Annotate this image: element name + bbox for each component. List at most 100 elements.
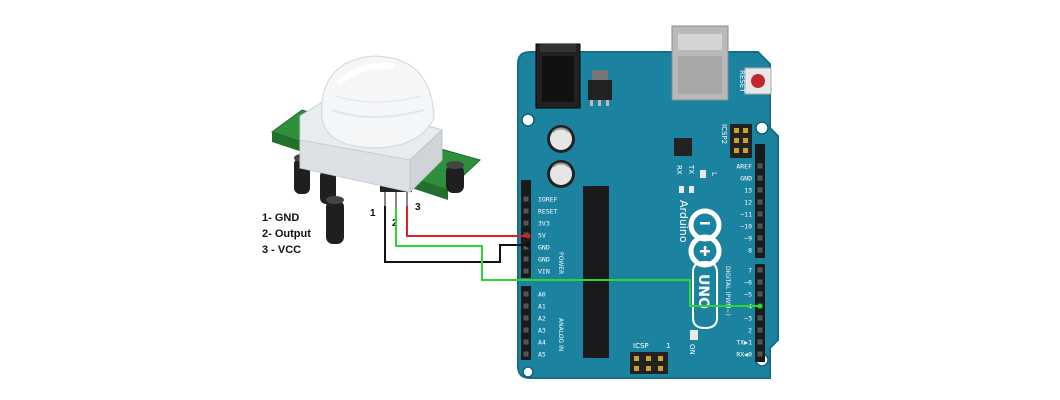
reset-label: RESET <box>738 70 746 93</box>
uno-badge: UNO <box>692 260 718 330</box>
power-pin-label: 3V3 <box>538 219 550 227</box>
icsp-pin1-label: 1 <box>666 342 670 350</box>
power-section-label: POWER <box>557 252 564 274</box>
arduino-logo <box>688 208 722 268</box>
atmega-chip <box>583 186 609 358</box>
digital-pin-label: 12 <box>744 198 752 206</box>
digital-pin-label: ~5 <box>744 290 752 298</box>
analog-pin-label: A0 <box>538 290 546 298</box>
led-rx <box>679 186 684 193</box>
power-pin-label: IOREF <box>538 195 558 203</box>
power-pin-socket <box>523 268 529 274</box>
on-label: ON <box>688 344 696 355</box>
analog-pin-label: A4 <box>538 338 546 346</box>
reset-button[interactable] <box>744 67 772 95</box>
icsp-header <box>630 352 668 374</box>
power-pin-socket <box>523 196 529 202</box>
digital-pin-label: ~3 <box>744 314 752 322</box>
power-pin-label: RESET <box>538 207 558 215</box>
wire-output <box>395 208 760 307</box>
model-label: UNO <box>695 274 711 309</box>
analog-pin-label: A5 <box>538 350 546 358</box>
digital-pin-socket <box>757 247 763 253</box>
mounting-hole <box>522 366 534 378</box>
digital-pin-label: AREF <box>736 162 752 170</box>
l-label: L <box>710 172 718 176</box>
usb-connector <box>671 25 729 101</box>
sensor-capacitor <box>446 161 464 193</box>
voltage-regulator <box>588 70 612 106</box>
analog-pin-socket <box>523 291 529 297</box>
power-pin-label: VIN <box>538 267 550 275</box>
digital-pin-socket <box>757 199 763 205</box>
rx-label: RX <box>675 165 683 175</box>
analog-pin-socket <box>523 351 529 357</box>
power-pin-label: GND <box>538 243 550 251</box>
analog-pin-socket <box>523 303 529 309</box>
wire-gnd <box>384 206 528 263</box>
digital-pin-label: ~11 <box>740 210 752 218</box>
digital-pin-socket <box>757 163 763 169</box>
digital-pin-label: 8 <box>748 246 752 254</box>
pir-sensor: 1 2 3 <box>270 55 481 244</box>
led-tx <box>689 186 694 193</box>
power-pin-socket <box>523 244 529 250</box>
mounting-hole <box>755 121 769 135</box>
brand-label: Arduino <box>677 200 690 243</box>
digital-pin-socket <box>757 223 763 229</box>
digital-pin-label: TX▶1 <box>736 338 752 346</box>
led-on <box>690 330 698 340</box>
power-pin-socket <box>523 220 529 226</box>
digital-pin-socket <box>757 327 763 333</box>
legend-output: 2- Output <box>262 228 311 240</box>
capacitor <box>547 160 575 188</box>
digital-pin-socket <box>757 291 763 297</box>
analog-pin-label: A3 <box>538 326 546 334</box>
analog-pin-label: A2 <box>538 314 546 322</box>
dc-power-jack <box>535 43 581 109</box>
power-pin-label: GND <box>538 255 550 263</box>
digital-pin-socket <box>757 187 763 193</box>
analog-pin-label: A1 <box>538 302 546 310</box>
pin-legend: 1- GND 2- Output 3 - VCC <box>262 210 311 258</box>
digital-pin-socket <box>757 235 763 241</box>
digital-pin-socket <box>757 315 763 321</box>
power-pin-label: 5V <box>538 231 546 239</box>
power-pin-socket <box>523 208 529 214</box>
digital-pin-socket <box>757 339 763 345</box>
capacitor <box>547 125 575 153</box>
sensor-pin-1-label: 1 <box>370 208 376 219</box>
digital-pin-label: GND <box>740 174 752 182</box>
sensor-capacitor <box>326 196 344 244</box>
wire-vcc <box>406 206 528 237</box>
digital-pin-label: ~10 <box>740 222 752 230</box>
digital-pin-label: ~9 <box>744 234 752 242</box>
wires <box>384 206 763 309</box>
digital-pin-socket <box>757 211 763 217</box>
power-pin-socket <box>523 256 529 262</box>
analog-pin-socket <box>523 327 529 333</box>
digital-pin-label: ~6 <box>744 278 752 286</box>
icsp2-header <box>730 124 752 158</box>
tx-label: TX <box>687 164 695 174</box>
digital-pin-socket <box>757 279 763 285</box>
arduino-uno-board: RESET ICSP2 TX RX L <box>517 25 779 379</box>
digital-pin-socket <box>757 351 763 357</box>
legend-gnd: 1- GND <box>262 212 300 224</box>
analog-header <box>521 286 531 360</box>
mounting-hole <box>521 113 535 127</box>
led-l <box>700 170 706 178</box>
lens-base-front <box>409 128 443 194</box>
analog-section-label: ANALOG IN <box>557 318 564 351</box>
digital-section-label: DIGITAL (PWM~) <box>724 266 731 316</box>
icsp-label: ICSP <box>633 342 649 350</box>
digital-pin-label: 13 <box>744 186 752 194</box>
legend-vcc: 3 - VCC <box>262 244 302 256</box>
digital-lower-header <box>755 264 765 362</box>
digital-pin-label: RX◀0 <box>736 350 752 358</box>
icsp2-label: ICSP2 <box>720 124 728 144</box>
digital-pin-label: 2 <box>748 326 752 334</box>
digital-pin-socket <box>757 175 763 181</box>
analog-pin-socket <box>523 315 529 321</box>
